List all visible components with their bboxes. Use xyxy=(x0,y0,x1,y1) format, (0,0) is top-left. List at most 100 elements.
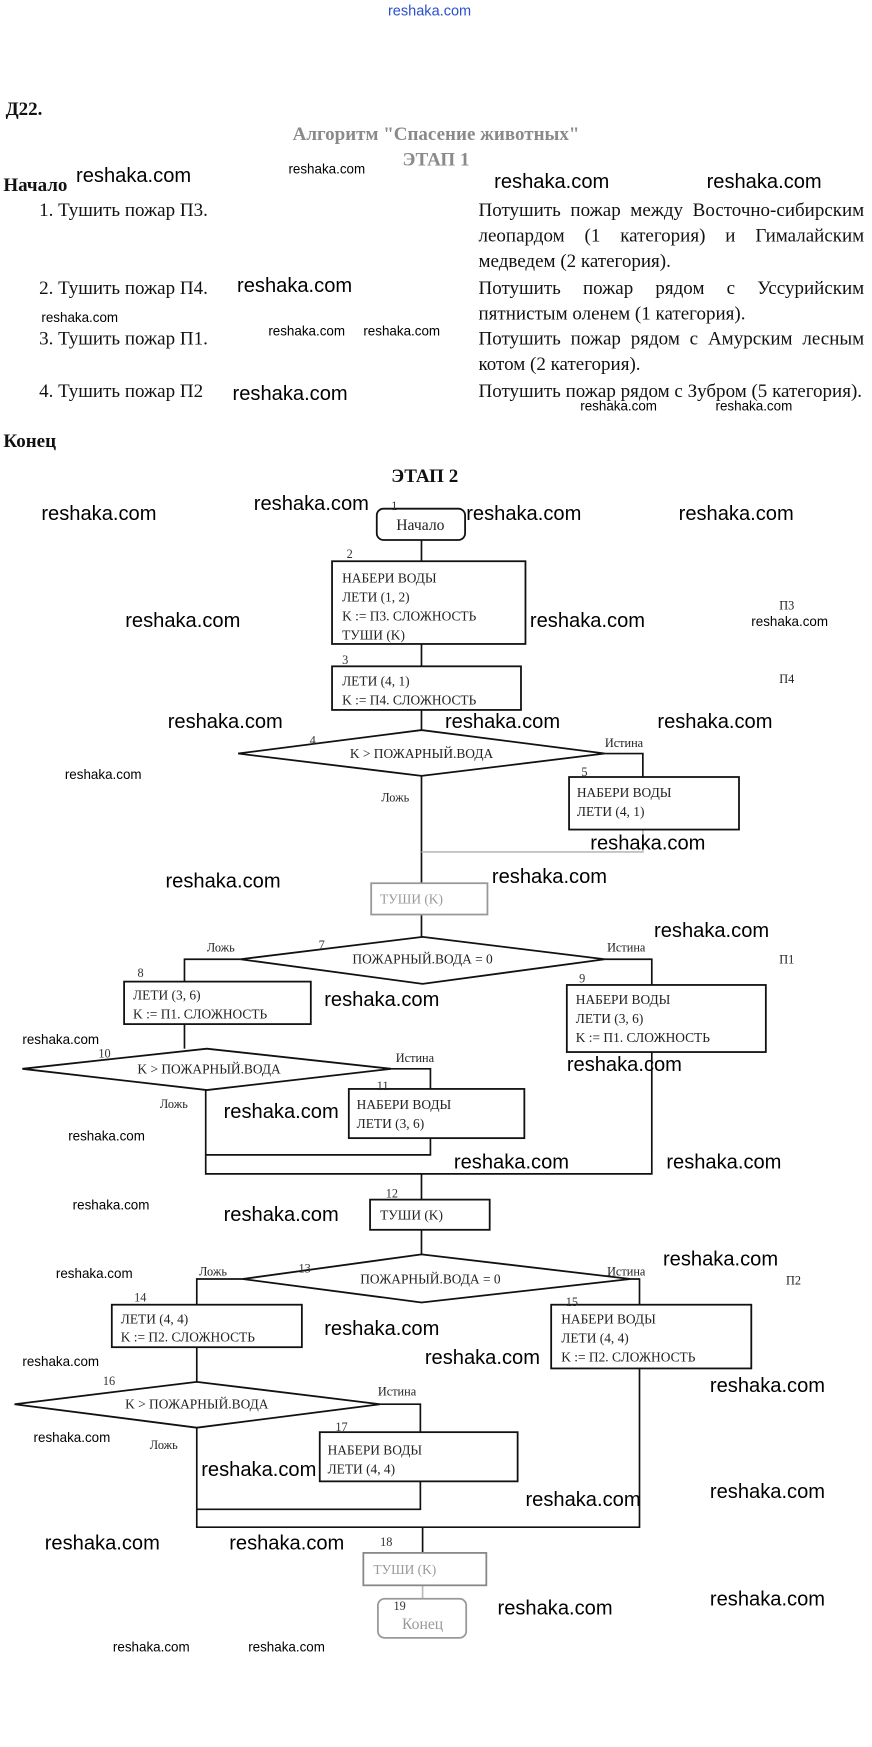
watermark: reshaka.com xyxy=(76,165,191,187)
watermark: reshaka.com xyxy=(201,1459,316,1481)
stage1-end: Конец xyxy=(3,430,57,452)
block-number: 13 xyxy=(299,1261,311,1275)
block-text: НАБЕРИ ВОДЫ xyxy=(576,992,671,1007)
watermark: reshaka.com xyxy=(56,1266,133,1281)
watermark: reshaka.com xyxy=(41,503,156,525)
block-text: K > ПОЖАРНЫЙ.ВОДА xyxy=(350,746,494,761)
watermark: reshaka.com xyxy=(494,171,609,193)
step-3: 3. Тушить пожар П1. xyxy=(39,327,208,349)
block-text: K := П4. СЛОЖНОСТЬ xyxy=(342,692,476,707)
watermark: reshaka.com xyxy=(248,1639,325,1654)
block-text: ЛЕТИ (3, 6) xyxy=(576,1011,644,1026)
true-label: Истина xyxy=(396,1051,435,1065)
block-text: K := П1. СЛОЖНОСТЬ xyxy=(576,1030,710,1045)
side-label-p3: П3 xyxy=(779,598,794,612)
block-text: НАБЕРИ ВОДЫ xyxy=(577,785,672,800)
block-text: K > ПОЖАРНЫЙ.ВОДА xyxy=(137,1061,281,1076)
watermark: reshaka.com xyxy=(425,1347,540,1369)
block-text: НАБЕРИ ВОДЫ xyxy=(328,1443,423,1458)
block-text: ТУШИ (K) xyxy=(373,1562,436,1577)
block-number: 1 xyxy=(391,499,397,513)
block-number: 18 xyxy=(380,1535,392,1549)
watermark: reshaka.com xyxy=(716,398,793,413)
watermark: reshaka.com xyxy=(288,161,365,176)
watermark: reshaka.com xyxy=(68,1128,145,1143)
watermark: reshaka.com xyxy=(445,711,560,733)
block-number: 5 xyxy=(581,765,587,779)
watermark: reshaka.com xyxy=(525,1489,640,1511)
false-label: Ложь xyxy=(160,1097,188,1111)
watermark: reshaka.com xyxy=(22,1354,99,1369)
start-terminal: 1 Начало xyxy=(375,499,466,541)
block-text: ТУШИ (K) xyxy=(380,1208,443,1223)
block-text: ЛЕТИ (3, 6) xyxy=(133,987,201,1002)
watermark: reshaka.com xyxy=(679,503,794,525)
block-text: K := П3. СЛОЖНОСТЬ xyxy=(342,608,476,623)
watermark: reshaka.com xyxy=(751,614,828,629)
process-block-9: 9 НАБЕРИ ВОДЫ ЛЕТИ (3, 6) K := П1. СЛОЖН… xyxy=(565,972,767,1053)
watermark: reshaka.com xyxy=(233,383,348,405)
decision-block-4: 4 K > ПОЖАРНЫЙ.ВОДА Истина Ложь xyxy=(238,729,644,805)
process-block-14: 14 ЛЕТИ (4, 4) K := П2. СЛОЖНОСТЬ xyxy=(110,1290,303,1349)
block-number: 15 xyxy=(566,1295,578,1309)
step-2: 2. Тушить пожар П4. xyxy=(39,277,208,299)
watermark: reshaka.com xyxy=(168,711,283,733)
process-block-3: 3 ЛЕТИ (4, 1) K := П4. СЛОЖНОСТЬ xyxy=(331,653,522,711)
site-link[interactable]: reshaka.com xyxy=(387,2,472,20)
block-text: ЛЕТИ (4, 1) xyxy=(342,673,410,688)
process-block-12: 12 ТУШИ (K) xyxy=(369,1186,491,1231)
block-text: ТУШИ (K) xyxy=(380,891,443,906)
block-number: 10 xyxy=(98,1047,110,1061)
block-number: 4 xyxy=(310,734,316,748)
watermark: reshaka.com xyxy=(237,275,352,297)
watermark: reshaka.com xyxy=(22,1032,99,1047)
step-1: 1. Тушить пожар П3. xyxy=(39,199,208,221)
watermark: reshaka.com xyxy=(666,1151,781,1173)
watermark: reshaka.com xyxy=(710,1481,825,1503)
step-4-note: Потушить пожар рядом с Зубром (5 категор… xyxy=(478,380,863,402)
block-number: 8 xyxy=(138,966,144,980)
process-block-15: 15 НАБЕРИ ВОДЫ ЛЕТИ (4, 4) K := П2. СЛОЖ… xyxy=(550,1295,753,1370)
block-text: ЛЕТИ (4, 4) xyxy=(328,1462,396,1477)
watermark: reshaka.com xyxy=(530,610,645,632)
step-1-note: Потушить пожар между Восточно-сибирским … xyxy=(478,199,865,272)
algorithm-title: Алгоритм "Спасение животных" xyxy=(292,122,580,145)
block-text: K := П2. СЛОЖНОСТЬ xyxy=(561,1350,695,1365)
watermark: reshaka.com xyxy=(710,1375,825,1397)
side-label-p4: П4 xyxy=(779,672,794,686)
watermark: reshaka.com xyxy=(229,1533,344,1555)
block-text: ПОЖАРНЫЙ.ВОДА = 0 xyxy=(352,952,493,967)
block-text: ЛЕТИ (4, 4) xyxy=(561,1331,629,1346)
block-text: ПОЖАРНЫЙ.ВОДА = 0 xyxy=(360,1271,501,1286)
false-label: Ложь xyxy=(207,940,235,954)
true-label: Истина xyxy=(378,1384,417,1398)
end-terminal: 19 Конец xyxy=(376,1597,468,1639)
decision-block-10: 10 K > ПОЖАРНЫЙ.ВОДА Истина Ложь xyxy=(22,1047,435,1111)
watermark: reshaka.com xyxy=(654,920,769,942)
step-3-note: Потушить пожар рядом с Амурским лесным к… xyxy=(478,327,865,375)
true-label: Истина xyxy=(605,736,644,750)
block-text: Конец xyxy=(402,1616,444,1633)
stage1-title: ЭТАП 1 xyxy=(402,148,470,170)
process-block-5: 5 НАБЕРИ ВОДЫ ЛЕТИ (4, 1) xyxy=(568,765,740,831)
decision-block-7: 7 ПОЖАРНЫЙ.ВОДА = 0 Ложь Истина xyxy=(207,935,646,985)
block-number: 3 xyxy=(342,653,348,667)
watermark: reshaka.com xyxy=(567,1054,682,1076)
process-block-18: 18 ТУШИ (K) xyxy=(362,1535,488,1587)
task-label: Д22. xyxy=(5,98,43,120)
watermark: reshaka.com xyxy=(454,1151,569,1173)
watermark: reshaka.com xyxy=(165,871,280,893)
watermark: reshaka.com xyxy=(224,1204,339,1226)
decision-block-13: 13 ПОЖАРНЫЙ.ВОДА = 0 Ложь Истина xyxy=(199,1253,646,1304)
false-label: Ложь xyxy=(150,1438,178,1452)
watermark: reshaka.com xyxy=(466,503,581,525)
watermark: reshaka.com xyxy=(73,1198,150,1213)
watermark: reshaka.com xyxy=(45,1533,160,1555)
block-number: 19 xyxy=(394,1599,406,1613)
block-text: ЛЕТИ (3, 6) xyxy=(357,1116,425,1131)
connectors xyxy=(183,539,653,1599)
side-label-p1: П1 xyxy=(779,953,794,967)
false-label: Ложь xyxy=(381,791,409,805)
block-text: K := П1. СЛОЖНОСТЬ xyxy=(133,1006,267,1021)
